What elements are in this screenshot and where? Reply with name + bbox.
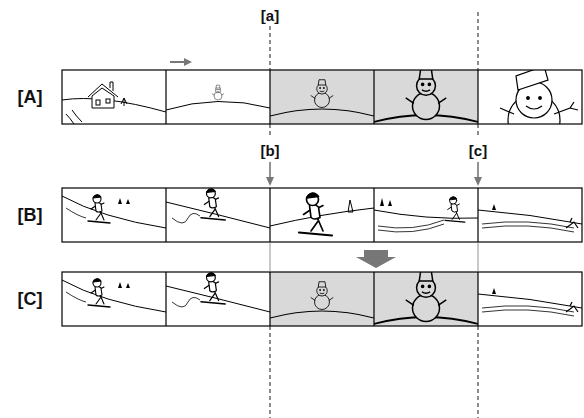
point-label: [b] [258,142,281,159]
point-label: [c] [467,142,489,159]
row-label: [B] [16,205,45,225]
row-label: [C] [16,289,45,309]
row-label: [A] [16,87,45,107]
point-label: [a] [259,7,281,24]
